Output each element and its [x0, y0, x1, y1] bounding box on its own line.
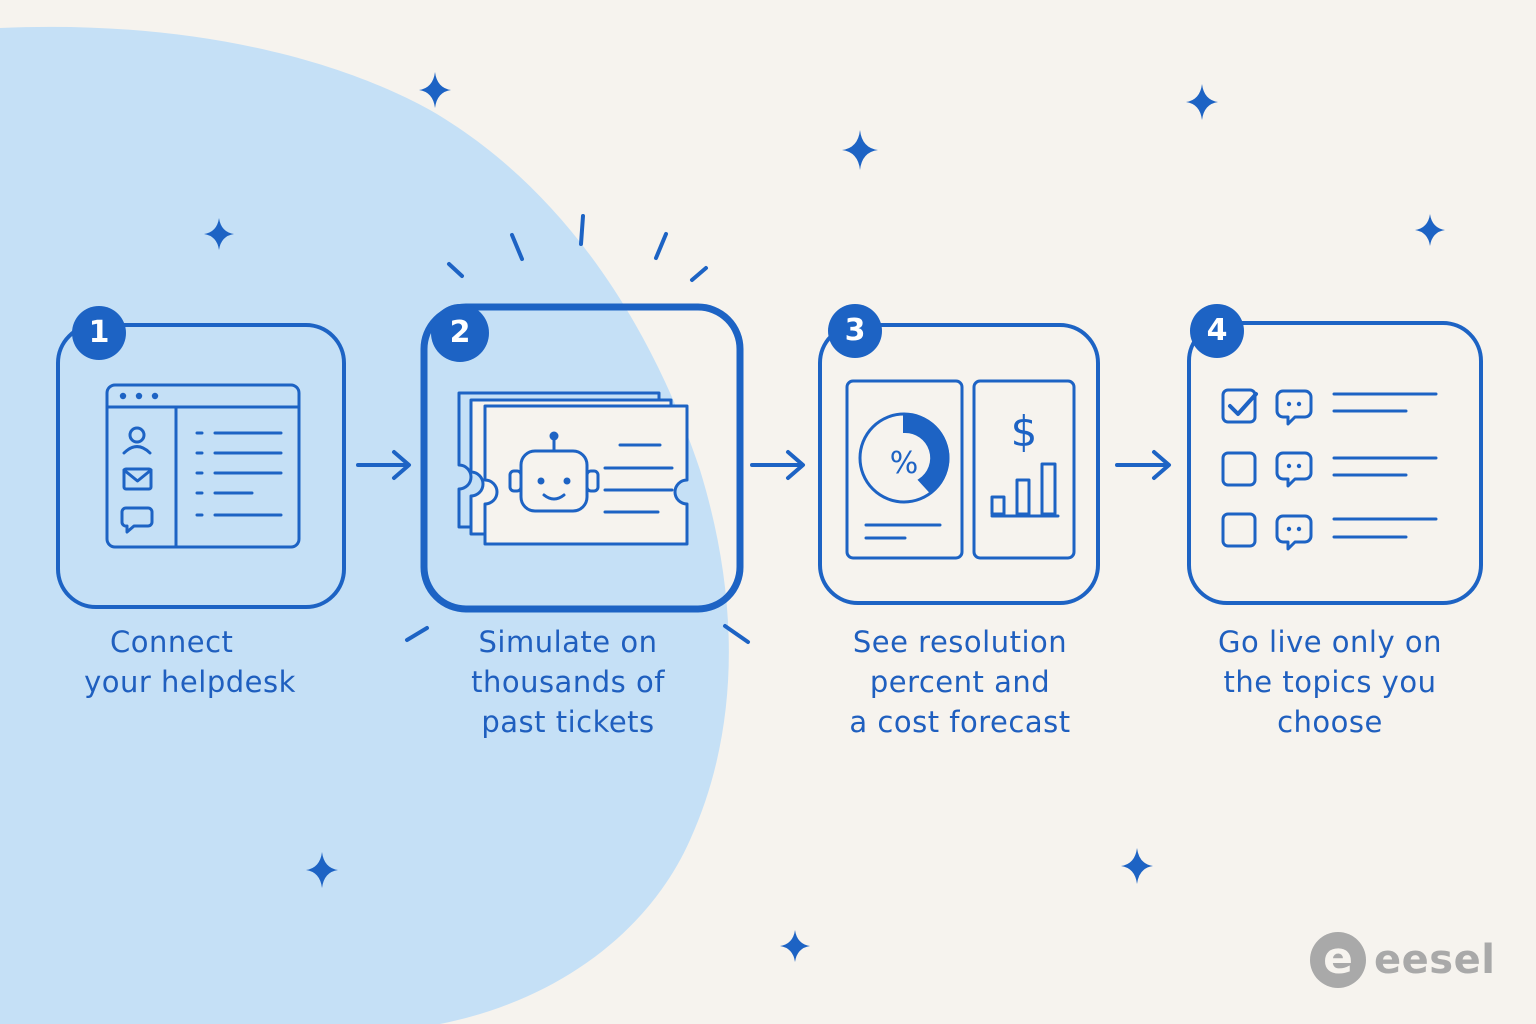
checklist-lines [1332, 392, 1438, 539]
speech-bubble-icon [1275, 389, 1313, 551]
step-2-badge: 2 [431, 304, 489, 362]
checkbox-checked-icon [1221, 388, 1258, 424]
checkbox-icon [1221, 451, 1257, 548]
brand-logo: e eesel [1310, 930, 1495, 990]
robot-icon [508, 438, 600, 513]
step-4-badge: 4 [1190, 304, 1244, 358]
dollar-symbol: $ [1011, 407, 1038, 456]
step-3-badge: 3 [828, 304, 882, 358]
step-2-caption-line: Simulate on [478, 625, 658, 659]
sparkle-icon [204, 72, 1445, 962]
chat-icon [120, 506, 154, 534]
step-1-caption-line: Connect [110, 625, 234, 659]
step-4-card [1187, 321, 1483, 605]
step-2-card [420, 303, 744, 613]
bar-chart-icon [990, 462, 1057, 516]
logo-text: eesel [1374, 937, 1496, 983]
logo-mark-icon: e [1310, 932, 1366, 988]
step-1-badge: 1 [72, 306, 126, 360]
speech-bubble-dots [1286, 401, 1302, 532]
arrow-right-icon [356, 450, 1171, 480]
percent-symbol: % [890, 446, 919, 481]
step-2-caption-line: thousands of [471, 665, 665, 699]
step-2-caption-line: past tickets [481, 705, 655, 739]
step-4-caption-line: choose [1277, 705, 1383, 739]
step-3-caption-line: See resolution [852, 625, 1068, 659]
pie-chart-icon [858, 412, 950, 504]
step-1-card [56, 323, 346, 609]
browser-window-icon [105, 383, 301, 549]
step-1-caption: Connect your helpdesk [60, 622, 320, 702]
window-dots [119, 392, 159, 400]
step-4-caption: Go live only on the topics you choose [1190, 622, 1470, 742]
step-2-caption: Simulate on thousands of past tickets [448, 622, 688, 742]
step-4-caption-line: the topics you [1223, 665, 1437, 699]
step-3-card [818, 323, 1100, 605]
robot-details [537, 431, 571, 485]
mail-icon [122, 467, 153, 491]
step-3-caption-line: a cost forecast [849, 705, 1071, 739]
step-4-caption-line: Go live only on [1218, 625, 1442, 659]
ticket-stack-icon [457, 391, 689, 546]
step-3-caption: See resolution percent and a cost foreca… [830, 622, 1090, 742]
user-icon [122, 426, 152, 455]
highlight-burst [405, 214, 750, 644]
step-1-caption-line: your helpdesk [84, 665, 296, 699]
dashboard-panels [845, 379, 1076, 560]
step-3-caption-line: percent and [869, 665, 1051, 699]
